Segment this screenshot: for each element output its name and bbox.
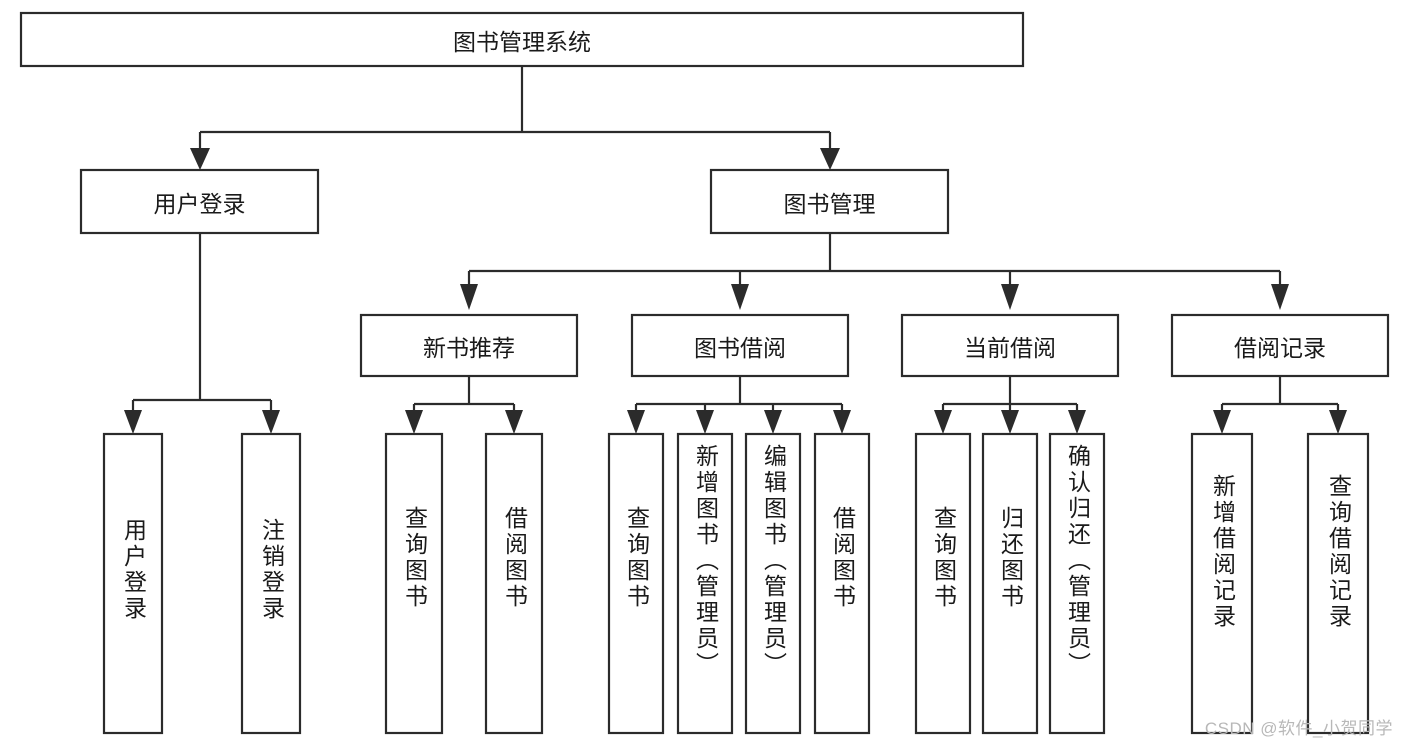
node-leaf-logout[interactable]: [240, 432, 302, 735]
arrow-to-borrow-record: [1271, 284, 1289, 310]
node-leaf-borrow-book-1[interactable]: [484, 432, 544, 735]
connector-user-login-to-leaves: [131, 233, 273, 415]
node-borrow-record[interactable]: [1170, 313, 1390, 378]
connector-new-book-rec-to-leaves: [412, 376, 516, 415]
node-leaf-query-record[interactable]: [1306, 432, 1370, 735]
connector-borrow-record-to-leaves: [1220, 376, 1340, 415]
connector-layer: [124, 66, 1347, 434]
node-leaf-query-book-2[interactable]: [607, 432, 665, 735]
node-new-book-rec[interactable]: [359, 313, 579, 378]
node-leaf-return-book[interactable]: [981, 432, 1039, 735]
arrow-to-leaf-query-book-1: [405, 410, 423, 434]
arrow-to-leaf-return-book: [1001, 410, 1019, 434]
node-leaf-query-book-1[interactable]: [384, 432, 444, 735]
node-leaf-user-login[interactable]: [102, 432, 164, 735]
connector-current-borrow-to-leaves: [941, 376, 1079, 415]
arrow-to-user-login: [190, 148, 210, 170]
arrow-to-leaf-borrow-book-1: [505, 410, 523, 434]
arrow-to-book-borrow: [731, 284, 749, 310]
arrow-to-leaf-query-book-2: [627, 410, 645, 434]
arrow-to-leaf-query-book-3: [934, 410, 952, 434]
arrow-to-new-book-rec: [460, 284, 478, 310]
connector-book-borrow-to-leaves: [634, 376, 844, 415]
arrow-to-book-manage: [820, 148, 840, 170]
arrow-to-current-borrow: [1001, 284, 1019, 310]
arrow-to-leaf-query-record: [1329, 410, 1347, 434]
node-current-borrow[interactable]: [900, 313, 1120, 378]
connector-root-to-level2: [198, 66, 832, 152]
watermark: CSDN @软件_小贺同学: [1204, 719, 1393, 738]
node-book-manage[interactable]: [709, 168, 950, 235]
arrow-to-leaf-add-book: [696, 410, 714, 434]
node-leaf-borrow-book-2[interactable]: [813, 432, 871, 735]
node-user-login[interactable]: [79, 168, 320, 235]
node-leaf-confirm-return[interactable]: [1048, 432, 1106, 735]
node-leaf-add-record[interactable]: [1190, 432, 1254, 735]
node-leaf-edit-book[interactable]: [744, 432, 802, 735]
arrow-to-leaf-logout: [262, 410, 280, 434]
connector-book-manage-to-level3: [467, 233, 1282, 288]
node-leaf-add-book[interactable]: [676, 432, 734, 735]
arrow-to-leaf-edit-book: [764, 410, 782, 434]
arrow-to-leaf-user-login: [124, 410, 142, 434]
arrow-to-leaf-add-record: [1213, 410, 1231, 434]
node-root[interactable]: [19, 11, 1025, 68]
arrow-to-leaf-confirm-return: [1068, 410, 1086, 434]
node-box-layer: [19, 11, 1390, 735]
node-leaf-query-book-3[interactable]: [914, 432, 972, 735]
arrow-to-leaf-borrow-book-2: [833, 410, 851, 434]
node-book-borrow[interactable]: [630, 313, 850, 378]
